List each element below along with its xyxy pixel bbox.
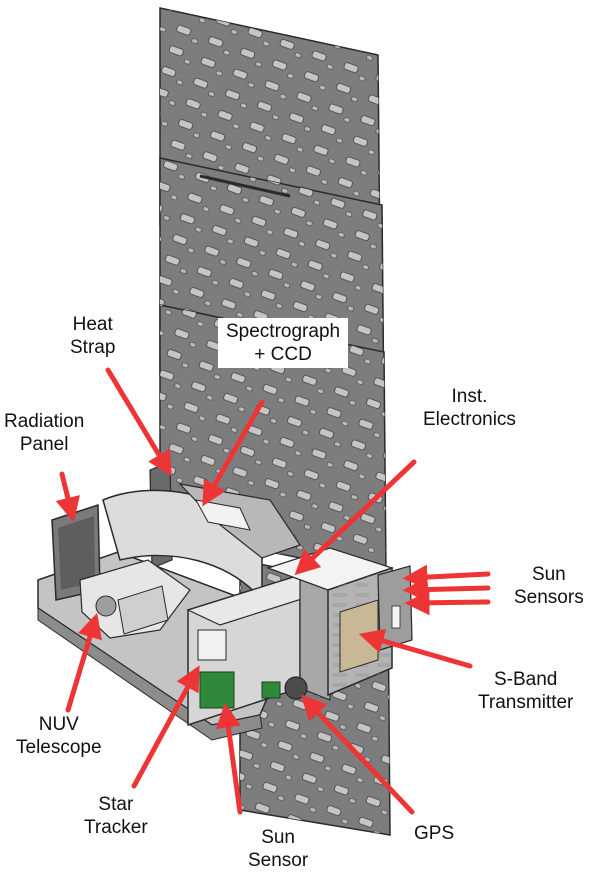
panel-hinge: [199, 174, 291, 198]
gps-antenna: [284, 676, 308, 700]
radiation-panel: [51, 503, 101, 601]
electronics-box: [266, 547, 413, 697]
arrow-sun-sensor: [215, 702, 243, 815]
avionics-stack: [186, 573, 332, 727]
arrow-sun-sensors-1: [402, 564, 491, 590]
arrow-spectrograph: [202, 399, 265, 507]
label-spectrograph: Spectrograph+ CCD: [218, 318, 349, 368]
arrow-heat-strap: [105, 367, 172, 477]
nuv-telescope: [79, 559, 191, 639]
arrow-inst-electronics: [294, 459, 417, 576]
arrow-nuv-telescope: [65, 612, 102, 713]
arrow-star-tracker: [131, 665, 200, 789]
star-tracker-board: [199, 671, 235, 709]
leader-arrows: [55, 367, 491, 815]
arrow-sband: [358, 628, 473, 669]
arrow-radiation-panel: [55, 471, 80, 523]
arrow-gps: [300, 694, 415, 815]
label-gps: GPS: [414, 823, 455, 844]
arrow-sun-sensors-2: [402, 577, 491, 603]
label-inst-electronics: Inst.Electronics: [423, 386, 516, 430]
arrow-sun-sensors-3: [404, 590, 491, 616]
